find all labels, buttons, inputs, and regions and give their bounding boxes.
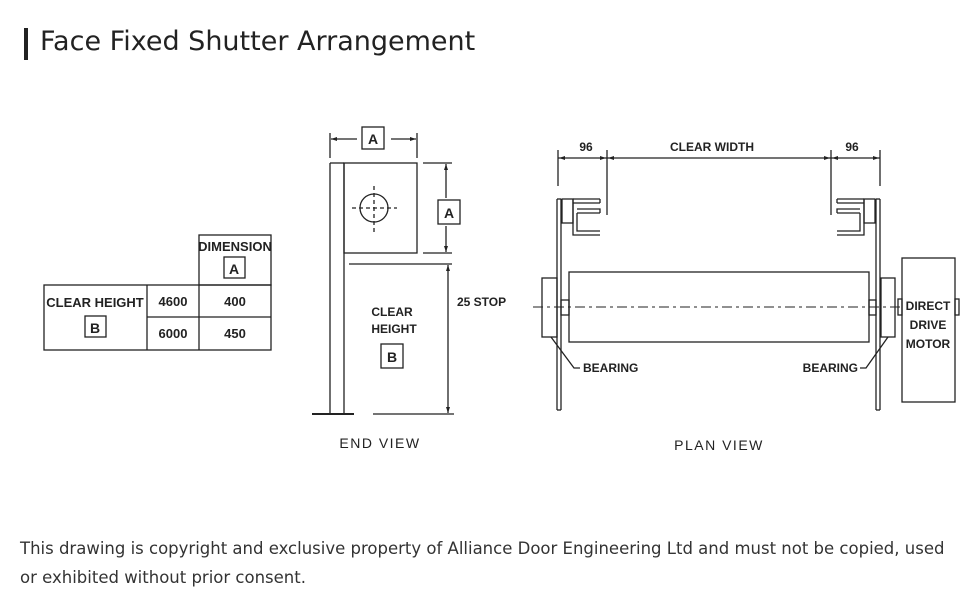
table-cell-height-1: 4600 (159, 294, 188, 309)
dimension-table (43, 234, 272, 351)
end-view-clear-label-1: CLEAR (371, 305, 413, 319)
table-row-label: CLEAR HEIGHT (46, 295, 144, 310)
end-view-clear-key: B (387, 349, 397, 365)
end-view-height-key: A (444, 205, 454, 221)
table-cell-dimension-1: 400 (224, 294, 246, 309)
motor-label-3: MOTOR (906, 337, 951, 351)
table-cell-dimension-2: 450 (224, 326, 246, 341)
title-accent-bar (24, 28, 28, 60)
copyright-notice: This drawing is copyright and exclusive … (20, 539, 945, 587)
page-title: Face Fixed Shutter Arrangement (40, 25, 476, 57)
table-row-key: B (90, 320, 100, 336)
left-offset-label: 96 (579, 140, 593, 154)
motor-label-2: DRIVE (910, 318, 947, 332)
bearing-left-label: BEARING (583, 361, 638, 375)
bearing-right-label: BEARING (803, 361, 858, 375)
table-cell-height-2: 6000 (159, 326, 188, 341)
stop-label: 25 STOP (457, 295, 506, 309)
end-view (312, 126, 461, 415)
table-header-label: DIMENSION (198, 239, 272, 254)
end-view-clear-label-2: HEIGHT (371, 322, 417, 336)
table-header-key: A (229, 261, 239, 277)
right-offset-label: 96 (845, 140, 859, 154)
plan-view (533, 150, 960, 411)
end-view-caption: END VIEW (339, 435, 420, 451)
plan-view-caption: PLAN VIEW (674, 437, 764, 453)
end-view-width-key: A (368, 131, 378, 147)
page-header: Face Fixed Shutter Arrangement (24, 22, 475, 60)
motor-label-1: DIRECT (906, 299, 951, 313)
clear-width-label: CLEAR WIDTH (670, 140, 754, 154)
